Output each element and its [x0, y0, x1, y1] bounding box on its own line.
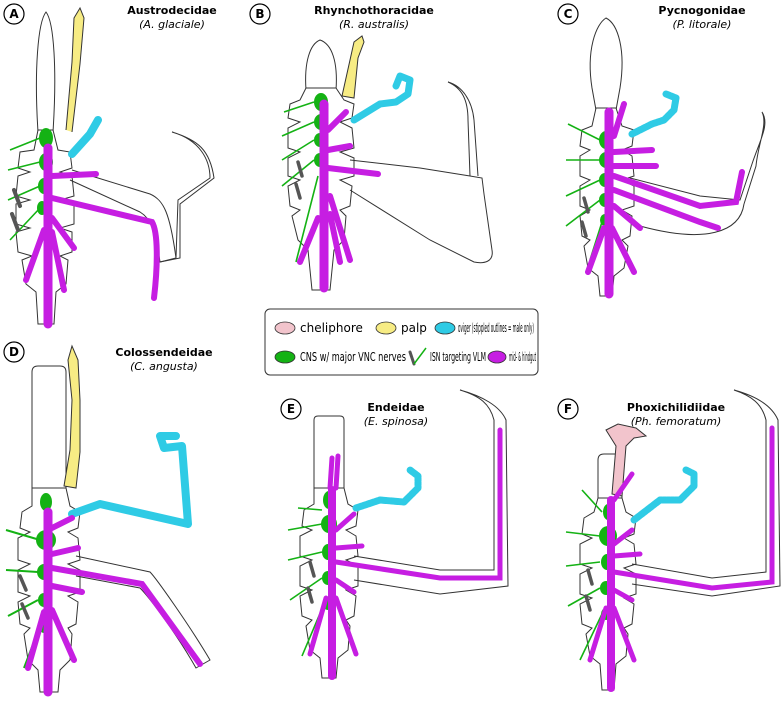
cheliphore-swatch-icon — [274, 321, 296, 335]
panel-e-letter-badge: E — [280, 398, 302, 420]
panel-e-family: Endeidae — [367, 401, 424, 414]
legend-label-cheliphore: cheliphore — [300, 321, 363, 335]
panel-f-letter-circle — [557, 398, 579, 420]
legend-item-cheliphore: cheliphore — [274, 321, 363, 335]
panel-b-oviger — [350, 72, 414, 124]
panel-f-gut — [587, 425, 775, 692]
panel-a-letter: A — [9, 7, 19, 21]
panel-d-oviger — [68, 432, 192, 528]
panel-d-family: Colossendeidae — [115, 346, 212, 359]
legend-label-cns: CNS w/ major VNC nerves — [300, 350, 406, 364]
panel-a-letter-badge: A — [3, 3, 25, 25]
panel-b: B Rhynchothoracidae (R. australis) — [249, 3, 493, 293]
legend-item-gut: mid- & hindgut — [487, 350, 536, 364]
panel-e-isn-marks — [306, 560, 316, 604]
isn-swatch-icon — [408, 347, 427, 366]
panel-c-species: (P. litorale) — [673, 18, 732, 31]
panel-c-letter: C — [564, 7, 573, 21]
panel-b-species: (R. australis) — [339, 18, 409, 31]
legend-item-isn: ISN targeting VLM — [408, 347, 486, 366]
palp-swatch-icon — [375, 321, 397, 335]
panel-d: D Colossendeidae (C. angusta) — [3, 341, 213, 697]
panel-b-letter-badge: B — [249, 3, 271, 25]
panel-d-letter-circle — [3, 341, 25, 363]
panel-a-family: Austrodecidae — [127, 4, 217, 17]
panel-b-isn-marks — [294, 160, 304, 200]
panel-a-palp — [65, 6, 85, 133]
panel-f-letter-badge: F — [557, 398, 579, 420]
panel-f-species: (Ph. femoratum) — [631, 415, 722, 428]
panel-d-letter: D — [9, 345, 19, 359]
panel-f: F Phoxichilidiidae (Ph. femoratum) — [557, 389, 781, 692]
legend-label-gut: mid- & hindgut — [509, 350, 536, 364]
panel-b-letter-circle — [249, 3, 271, 25]
panel-a-oviger — [68, 116, 102, 158]
panel-a-species: (A. glaciale) — [139, 18, 205, 31]
panel-c-gut — [585, 101, 745, 299]
legend-item-cns: CNS w/ major VNC nerves — [274, 350, 406, 364]
panel-a-letter-circle — [3, 3, 25, 25]
panel-c-letter-circle — [557, 3, 579, 25]
panel-e-letter: E — [287, 402, 295, 416]
gut-swatch-icon — [487, 350, 507, 364]
legend: cheliphore palp oviger (stippled outline… — [264, 308, 539, 376]
panel-c-isn-marks — [580, 196, 590, 238]
panel-d-gut — [25, 507, 203, 697]
panel-a: A Austrodecidae (A. glaciale) — [3, 3, 217, 329]
panel-d-palp — [63, 344, 81, 489]
panel-e-oviger — [352, 466, 422, 512]
panel-f-cheliphore — [605, 423, 648, 497]
panel-c-family: Pycnogonidae — [658, 4, 745, 17]
panel-e: E Endeidae (E. spinosa) — [280, 389, 509, 680]
panel-b-letter: B — [255, 7, 264, 21]
legend-label-isn: ISN targeting VLM — [430, 350, 486, 364]
panel-b-gut — [297, 99, 381, 293]
legend-label-oviger: oviger (stippled outlines = male only) — [458, 321, 534, 335]
oviger-swatch-icon — [434, 321, 456, 335]
panel-e-species: (E. spinosa) — [364, 415, 428, 428]
panel-b-palp — [341, 35, 365, 99]
panel-d-species: (C. angusta) — [130, 360, 198, 373]
panel-f-letter: F — [564, 402, 572, 416]
panel-b-family: Rhynchothoracidae — [314, 4, 434, 17]
panel-f-family: Phoxichilidiidae — [627, 401, 725, 414]
panel-e-gut — [307, 427, 503, 680]
panel-c: C Pycnogonidae (P. litorale) — [557, 3, 766, 299]
legend-item-oviger: oviger (stippled outlines = male only) — [434, 321, 534, 335]
panel-c-oviger — [628, 90, 680, 138]
panel-e-letter-circle — [280, 398, 302, 420]
panel-f-oviger — [630, 466, 698, 524]
legend-box — [264, 308, 539, 376]
panel-c-letter-badge: C — [557, 3, 579, 25]
legend-label-palp: palp — [401, 321, 427, 335]
panel-d-letter-badge: D — [3, 341, 25, 363]
panel-f-isn-marks — [584, 568, 594, 612]
panel-a-isn-marks — [10, 188, 22, 232]
panel-d-isn-marks — [18, 574, 30, 620]
legend-item-palp: palp — [375, 321, 427, 335]
panel-a-gut — [23, 143, 160, 329]
cns-swatch-icon — [274, 350, 296, 364]
